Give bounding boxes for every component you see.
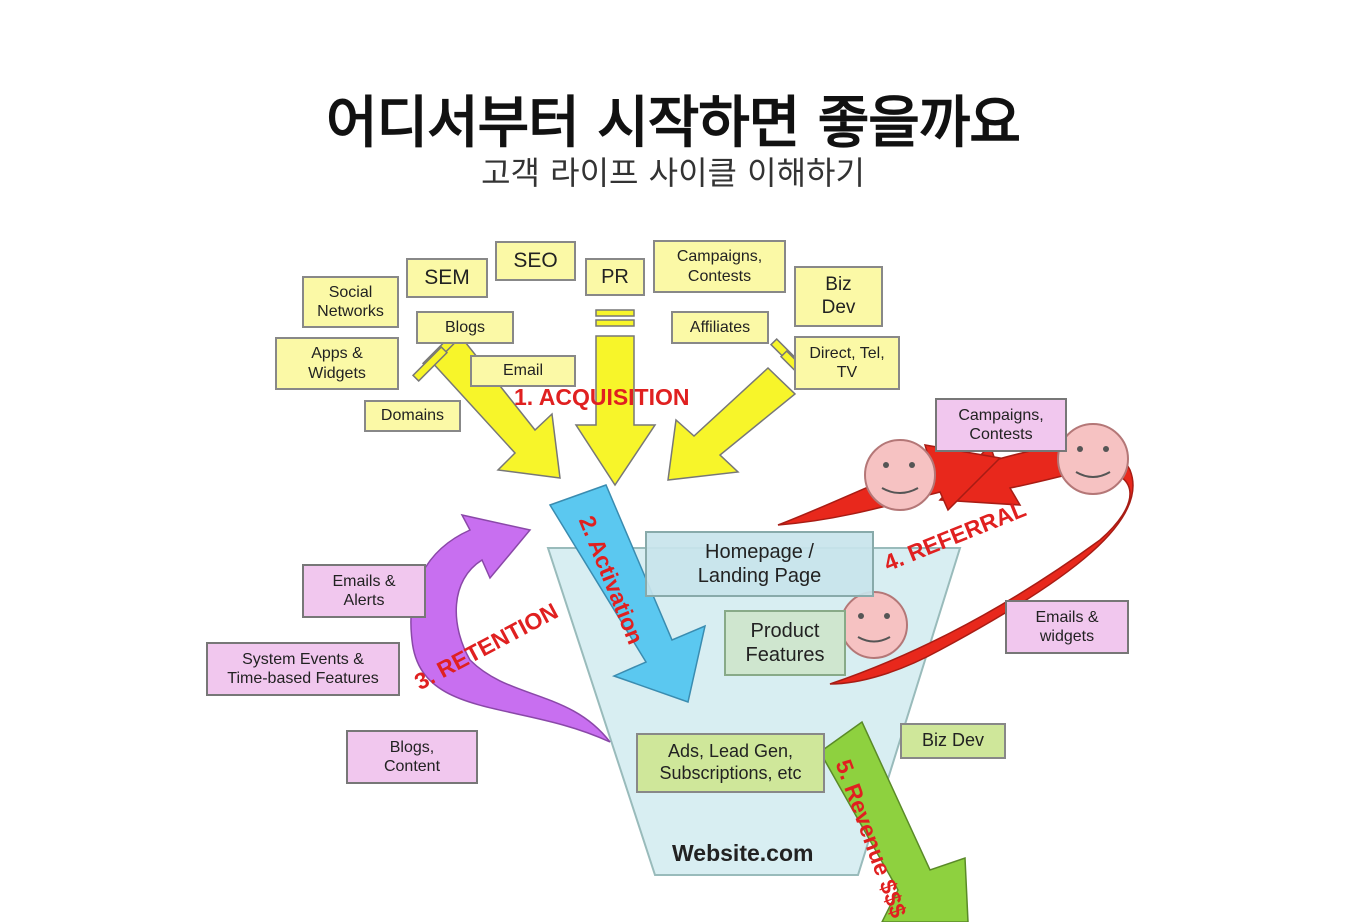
acquisition-arrow-right [667, 366, 797, 481]
source-apps-widgets: Apps & Widgets [275, 337, 399, 390]
source-referral-campaigns: Campaigns, Contests [935, 398, 1067, 452]
source-pr: PR [585, 258, 645, 296]
source-emails-alerts: Emails & Alerts [302, 564, 426, 618]
smiley-face-1 [864, 439, 936, 511]
acquisition-arrow-center-tail2 [595, 319, 635, 327]
source-affiliates: Affiliates [671, 311, 769, 344]
source-domains: Domains [364, 400, 461, 432]
source-campaigns-contests: Campaigns, Contests [653, 240, 786, 293]
retention-arrow [410, 513, 611, 743]
source-blogs: Blogs [416, 311, 514, 344]
source-direct-tel-tv: Direct, Tel, TV [794, 336, 900, 390]
acquisition-arrow-center [574, 335, 657, 487]
activation-arrow [548, 484, 707, 703]
source-seo: SEO [495, 241, 576, 281]
source-social-networks: Social Networks [302, 276, 399, 328]
website-name: Website.com [672, 840, 814, 866]
acquisition-arrow-left-tail2 [411, 345, 449, 383]
revenue-arrow [819, 720, 969, 922]
smiley-face-3 [840, 591, 908, 659]
smiley-face-2 [1057, 423, 1129, 495]
source-sem: SEM [406, 258, 488, 298]
source-biz-dev: Biz Dev [794, 266, 883, 327]
source-blogs-content: Blogs, Content [346, 730, 478, 784]
revenue-biz-dev-box: Biz Dev [900, 723, 1006, 759]
homepage-landing-page: Homepage / Landing Page [645, 531, 874, 597]
slide-subtitle: 고객 라이프 사이클 이해하기 [481, 154, 865, 192]
slide-title: 어디서부터 시작하면 좋을까요 [326, 91, 1021, 156]
source-emails-widgets: Emails & widgets [1005, 600, 1129, 654]
source-email: Email [470, 355, 576, 387]
stage-acquisition-label: 1. ACQUISITION [514, 384, 690, 410]
acquisition-arrow-left [428, 331, 561, 479]
ads-lead-gen-box: Ads, Lead Gen, Subscriptions, etc [636, 733, 825, 793]
product-features: Product Features [724, 610, 846, 676]
source-system-events: System Events & Time-based Features [206, 642, 400, 696]
acquisition-arrow-center-tail1 [595, 309, 635, 317]
